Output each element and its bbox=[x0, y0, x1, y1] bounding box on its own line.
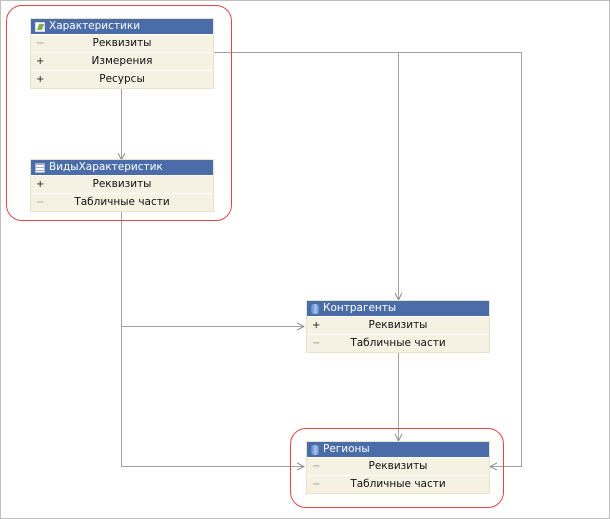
row-label: Табличные части bbox=[74, 196, 170, 208]
entity-row-requisites[interactable]: + Реквизиты bbox=[307, 316, 489, 334]
expand-icon[interactable]: + bbox=[312, 320, 321, 331]
expand-icon[interactable]: + bbox=[36, 56, 45, 67]
row-label: Реквизиты bbox=[368, 319, 428, 331]
collapse-icon[interactable]: − bbox=[36, 197, 45, 208]
catalog-table-icon bbox=[35, 162, 45, 173]
expand-icon[interactable]: + bbox=[36, 179, 45, 190]
row-label: Реквизиты bbox=[92, 178, 152, 190]
entity-title: Регионы bbox=[323, 443, 370, 455]
entity-title: ВидыХарактеристик bbox=[49, 161, 163, 173]
entity-characteristic-kinds[interactable]: ВидыХарактеристик + Реквизиты − Табличны… bbox=[31, 160, 213, 211]
entity-header[interactable]: Контрагенты bbox=[307, 301, 489, 316]
chart-of-characteristic-types-icon bbox=[35, 21, 45, 32]
row-label: Ресурсы bbox=[99, 73, 145, 85]
row-label: Табличные части bbox=[350, 337, 446, 349]
catalog-cylinder-icon bbox=[311, 303, 319, 314]
row-label: Реквизиты bbox=[92, 37, 152, 49]
highlight-frame-regions bbox=[290, 428, 504, 508]
collapse-icon[interactable]: − bbox=[312, 338, 321, 349]
entity-row-requisites[interactable]: − Реквизиты bbox=[31, 34, 213, 52]
entity-regions[interactable]: Регионы − Реквизиты − Табличные части bbox=[307, 442, 489, 493]
entity-title: Характеристики bbox=[49, 20, 141, 32]
entity-header[interactable]: ВидыХарактеристик bbox=[31, 160, 213, 175]
catalog-cylinder-icon bbox=[311, 444, 319, 455]
link-kinds-to-regions bbox=[121, 210, 305, 467]
entity-row-tabular-sections[interactable]: − Табличные части bbox=[307, 475, 489, 493]
entity-row-dimensions[interactable]: + Измерения bbox=[31, 52, 213, 70]
entity-title: Контрагенты bbox=[323, 302, 397, 314]
entity-row-requisites[interactable]: + Реквизиты bbox=[31, 175, 213, 193]
entity-counterparties[interactable]: Контрагенты + Реквизиты − Табличные част… bbox=[307, 301, 489, 352]
link-characteristics-to-regions bbox=[398, 52, 522, 467]
entity-header[interactable]: Регионы bbox=[307, 442, 489, 457]
row-label: Реквизиты bbox=[368, 460, 428, 472]
link-characteristics-to-counterparties bbox=[212, 52, 399, 301]
entity-row-requisites[interactable]: − Реквизиты bbox=[307, 457, 489, 475]
row-label: Табличные части bbox=[350, 478, 446, 490]
collapse-icon[interactable]: − bbox=[312, 479, 321, 490]
collapse-icon[interactable]: − bbox=[36, 38, 45, 49]
expand-icon[interactable]: + bbox=[36, 74, 45, 85]
highlight-frame-top bbox=[6, 5, 232, 221]
entity-header[interactable]: Характеристики bbox=[31, 19, 213, 34]
row-label: Измерения bbox=[91, 55, 153, 67]
entity-row-tabular-sections[interactable]: − Табличные части bbox=[31, 193, 213, 211]
entity-row-resources[interactable]: + Ресурсы bbox=[31, 70, 213, 88]
collapse-icon[interactable]: − bbox=[312, 461, 321, 472]
entity-characteristics[interactable]: Характеристики − Реквизиты + Измерения +… bbox=[31, 19, 213, 88]
entity-row-tabular-sections[interactable]: − Табличные части bbox=[307, 334, 489, 352]
